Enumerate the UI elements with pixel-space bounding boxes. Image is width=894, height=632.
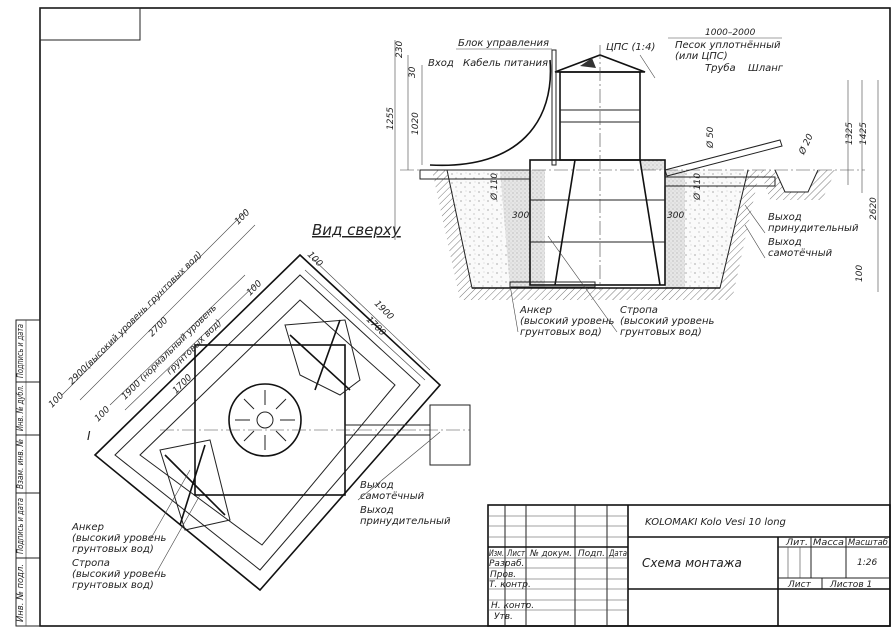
sheet-frame (39, 7, 891, 627)
tank-outline (139, 299, 396, 546)
label-gravity-outlet-1: Выход (768, 237, 802, 248)
forced-outlet-hose (664, 139, 783, 177)
col-izm: Изм. (489, 549, 504, 559)
col-date: Дата (608, 549, 627, 559)
gravity-outlet-pipe (664, 176, 776, 187)
tank-body (529, 159, 666, 286)
sheets-count: Листов 1 (829, 580, 872, 590)
dim-2900: 2900(высокий уровень грунтовых вод) (67, 250, 204, 387)
role-approved: Утв. (494, 612, 513, 622)
sheet-label: Лист (787, 580, 812, 590)
dim-1325: 1325 (845, 122, 855, 145)
col-sign: Подп. (578, 549, 605, 559)
dim-d20: Ø 20 (796, 132, 816, 157)
cps-backfill-right (640, 160, 685, 288)
top-view-title: Вид сверху (312, 221, 402, 239)
label-sand-alt: (или ЦПС) (675, 51, 728, 62)
role-checker: Пров. (490, 570, 516, 580)
stamp-replace-inv: Взам. инв. № (16, 439, 26, 489)
dim-1425: 1425 (859, 122, 869, 145)
scale-value: 1:26 (857, 558, 877, 568)
section-view: Блок управления Вход Кабель питания ЦПС … (386, 28, 879, 338)
label-gravity-outlet-2: самотёчный (768, 248, 833, 259)
role-norm-control: Н. контр. (491, 601, 534, 611)
dim-230: 230 (395, 41, 405, 58)
title-block: KOLOMAKI Kolo Vesi 10 long Схема монтажа… (487, 504, 891, 627)
tv-anchor-2: (высокий уровень (72, 533, 166, 544)
dim-100-d: 100 (93, 405, 112, 424)
control-block-post (551, 49, 557, 166)
label-power-cable: Кабель питания (463, 57, 548, 69)
lit-label: Лит. (785, 538, 808, 548)
power-cable (429, 59, 552, 167)
side-stamp-column: Подпись и дата Инв. № дубл. Взам. инв. №… (15, 319, 41, 627)
dim-2700: 2700 (147, 316, 170, 339)
stamp-signature-date-2: Подпись и дата (16, 498, 26, 554)
role-tech-control: Т. контр. (489, 580, 531, 590)
tv-forced-outlet-1: Выход (360, 505, 394, 516)
strap-line (554, 159, 576, 286)
label-anchor-1: Анкер (519, 305, 552, 316)
inlet-pipe (419, 169, 531, 180)
stamp-dup-inv: Инв. № дубл. (16, 385, 26, 431)
stamp-orig-inv: Инв. № подл. (16, 564, 26, 622)
label-pipe: Труба (705, 62, 736, 74)
col-list: Лист (506, 549, 525, 559)
label-strap-1: Стропа (620, 305, 658, 316)
section-mark: I (87, 429, 91, 443)
tv-strap-3: грунтовых вод) (72, 580, 154, 591)
label-anchor-2: (высокий уровень (520, 316, 614, 327)
tank-body-top (194, 344, 346, 496)
soil-hatch (432, 170, 760, 300)
col-doc: № докум. (529, 549, 572, 559)
dim-100-a: 100 (233, 208, 252, 227)
dim-100: 100 (855, 265, 865, 282)
anchor-top-right (284, 319, 361, 396)
product-name: KOLOMAKI Kolo Vesi 10 long (645, 517, 786, 528)
label-control-block: Блок управления (458, 38, 549, 49)
label-forced-outlet-1: Выход (768, 212, 802, 223)
anchor-plate (509, 281, 596, 288)
tv-anchor-1: Анкер (71, 522, 104, 533)
tank-lid-top (228, 383, 302, 457)
trench-hatch (760, 170, 836, 200)
dim-30: 30 (408, 66, 418, 78)
dim-2620: 2620 (869, 197, 879, 220)
anchor-bottom-left (159, 439, 231, 531)
tv-gravity-outlet-1: Выход (360, 480, 394, 491)
dim-d110-right: Ø 110 (692, 173, 703, 201)
tv-gravity-outlet-2: самотёчный (360, 491, 425, 502)
tv-anchor-3: грунтовых вод) (72, 544, 154, 555)
label-strap-2: (высокий уровень (620, 316, 714, 327)
dim-1020: 1020 (411, 112, 421, 135)
label-inlet: Вход (428, 58, 454, 69)
label-hose: Шланг (748, 63, 784, 74)
dim-300-right: 300 (667, 211, 684, 221)
tv-strap-2: (высокий уровень (72, 569, 166, 580)
dim-d50: Ø 50 (705, 126, 716, 149)
tv-forced-outlet-2: принудительный (360, 516, 451, 527)
mass-label: Масса (813, 538, 844, 548)
label-strap-3: грунтовых вод) (620, 327, 702, 338)
top-view: I 2900(высокий уровень грунтовых вод) 27… (47, 208, 471, 592)
drawing-title: Схема монтажа (642, 556, 742, 570)
role-developer: Разраб. (489, 559, 524, 569)
label-sand: Песок уплотнённый (675, 40, 781, 51)
stamp-signature-date-1: Подпись и дата (16, 324, 26, 378)
label-cps: ЦПС (1:4) (606, 42, 655, 53)
trench-top (429, 404, 471, 466)
tv-strap-1: Стропа (72, 558, 110, 569)
scale-label: Масштаб (848, 538, 888, 548)
dim-1255: 1255 (386, 107, 396, 130)
dim-1700: 1700 (171, 373, 194, 396)
dim-300-left: 300 (512, 211, 529, 221)
label-anchor-3: грунтовых вод) (520, 327, 602, 338)
dim-1000-2000: 1000–2000 (705, 28, 756, 38)
dim-d110-left: Ø 110 (489, 173, 500, 201)
label-forced-outlet-2: принудительный (768, 223, 859, 234)
pit-outer-outline (93, 253, 442, 592)
dim-100-b: 100 (245, 279, 264, 298)
